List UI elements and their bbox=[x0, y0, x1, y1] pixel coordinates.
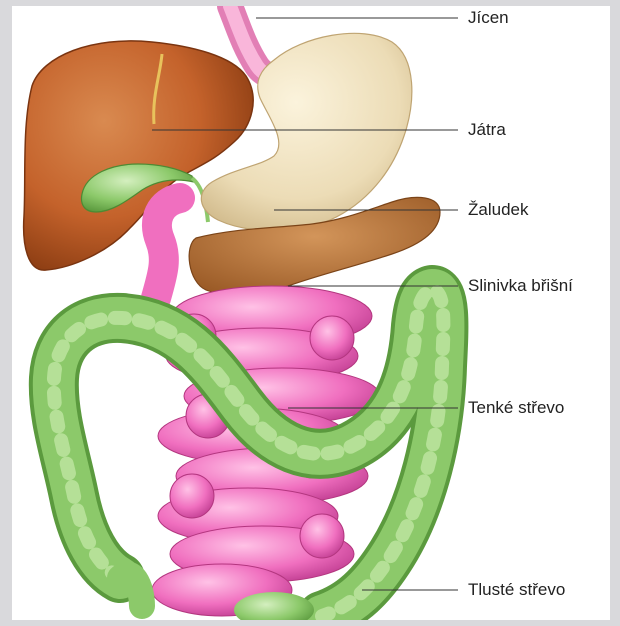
label-large-intestine: Tlusté střevo bbox=[468, 580, 565, 600]
label-stomach: Žaludek bbox=[468, 200, 528, 220]
digestive-system-illustration bbox=[12, 6, 610, 620]
diagram-frame: Jícen Játra Žaludek Slinivka břišní Tenk… bbox=[12, 6, 610, 620]
label-esophagus: Jícen bbox=[468, 8, 509, 28]
label-small-intestine: Tenké střevo bbox=[468, 398, 564, 418]
label-pancreas: Slinivka břišní bbox=[468, 276, 573, 296]
label-liver: Játra bbox=[468, 120, 506, 140]
